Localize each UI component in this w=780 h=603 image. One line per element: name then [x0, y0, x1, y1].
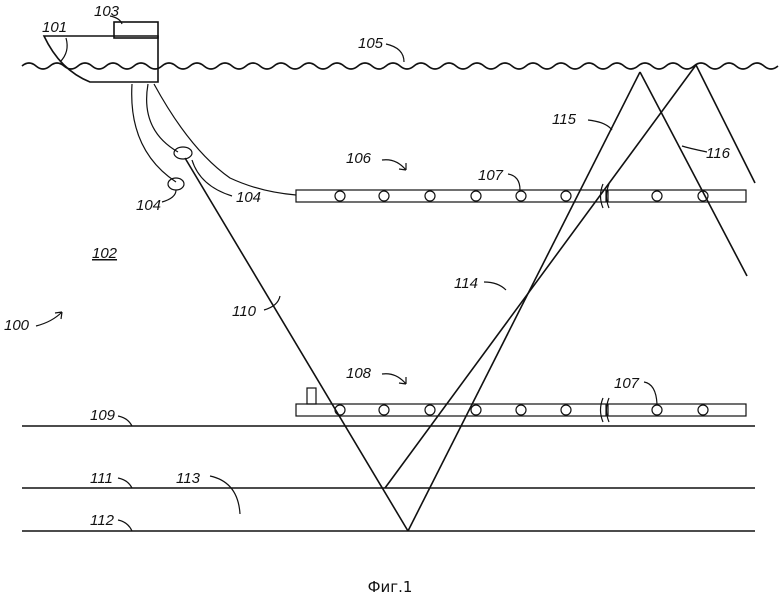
leader-101 — [60, 38, 67, 62]
leader-105 — [386, 44, 404, 62]
label-109: 109 — [90, 407, 116, 424]
label-115: 115 — [552, 111, 577, 128]
source-cable-inner — [147, 84, 178, 152]
leader-109 — [118, 416, 132, 426]
label-113: 113 — [176, 470, 201, 487]
ray-115-down — [640, 72, 747, 276]
label-112: 112 — [90, 512, 115, 529]
label-100: 100 — [4, 317, 30, 334]
figure-caption: Фиг.1 — [368, 578, 413, 596]
sea-surface-wave — [22, 63, 778, 69]
leader-107-upper — [508, 174, 520, 190]
ray-114-up — [385, 65, 696, 488]
label-108: 108 — [346, 365, 372, 382]
leader-111 — [118, 478, 132, 488]
label-103: 103 — [94, 3, 120, 20]
arrow-106 — [382, 160, 406, 170]
leader-114 — [484, 282, 506, 290]
source-cable-small — [132, 84, 176, 182]
leader-115 — [588, 120, 612, 130]
label-110: 110 — [232, 303, 257, 320]
label-107-lower: 107 — [614, 375, 640, 392]
leader-104-cable — [192, 160, 232, 196]
arrow-100 — [36, 312, 62, 326]
label-111: 111 — [90, 470, 113, 487]
upper-receivers — [335, 191, 708, 201]
ray-115-up — [408, 72, 640, 531]
label-104-cable: 104 — [236, 189, 261, 206]
ray-110-down — [185, 158, 408, 531]
leader-107-lower — [644, 382, 657, 404]
source-float-lower — [168, 178, 184, 190]
source-float-upper — [174, 147, 192, 159]
vessel-hull — [44, 36, 158, 82]
lower-receivers — [335, 405, 708, 415]
label-116: 116 — [706, 145, 731, 162]
label-101: 101 — [42, 19, 67, 36]
leader-112 — [118, 520, 132, 531]
leader-113 — [210, 476, 240, 514]
label-114: 114 — [454, 275, 478, 292]
lower-streamer — [296, 388, 746, 422]
leader-104-small — [162, 190, 176, 202]
label-106: 106 — [346, 150, 372, 167]
ray-116-down — [696, 65, 755, 183]
label-105: 105 — [358, 35, 384, 52]
label-102: 102 — [92, 245, 118, 262]
label-107-upper: 107 — [478, 167, 504, 184]
leader-116 — [682, 146, 707, 152]
arrow-108 — [382, 374, 406, 384]
upper-streamer — [296, 184, 746, 208]
label-104-small: 104 — [136, 197, 161, 214]
